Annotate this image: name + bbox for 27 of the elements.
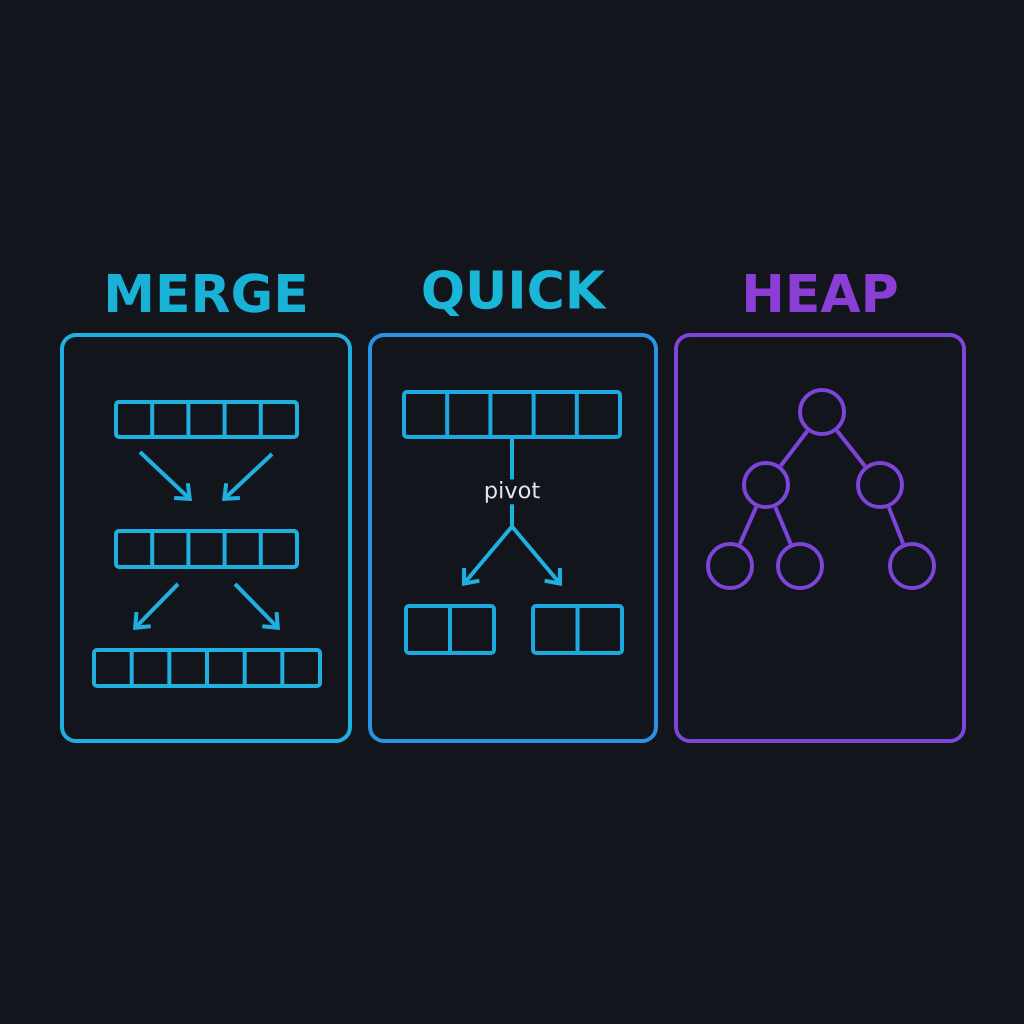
node-label: pivot <box>485 481 540 503</box>
arrow <box>138 450 192 501</box>
arrow <box>510 504 562 586</box>
tree-node-circle <box>706 542 754 590</box>
array-box <box>531 603 625 655</box>
panel-title: HEAP <box>746 274 897 312</box>
tree-node-circle <box>776 542 824 590</box>
tree-node-circle <box>798 388 846 436</box>
panel-title: MERGE <box>108 273 305 313</box>
tree-node-circle <box>742 461 790 509</box>
connector-line <box>510 438 514 480</box>
connector-line <box>779 429 809 468</box>
arrow <box>222 452 274 501</box>
panel-title: QUICK <box>423 269 607 317</box>
connector-line <box>835 429 867 468</box>
connector-line <box>737 506 759 545</box>
array-box <box>114 399 299 439</box>
tree-node-circle <box>856 461 904 509</box>
connector-line <box>773 506 793 545</box>
array-box <box>114 529 299 569</box>
array-box <box>404 603 496 655</box>
connector-line <box>886 506 906 545</box>
tree-node-circle <box>888 542 936 590</box>
arrow <box>233 582 280 630</box>
array-box <box>92 648 322 688</box>
array-box <box>402 389 622 439</box>
arrow <box>133 582 180 630</box>
